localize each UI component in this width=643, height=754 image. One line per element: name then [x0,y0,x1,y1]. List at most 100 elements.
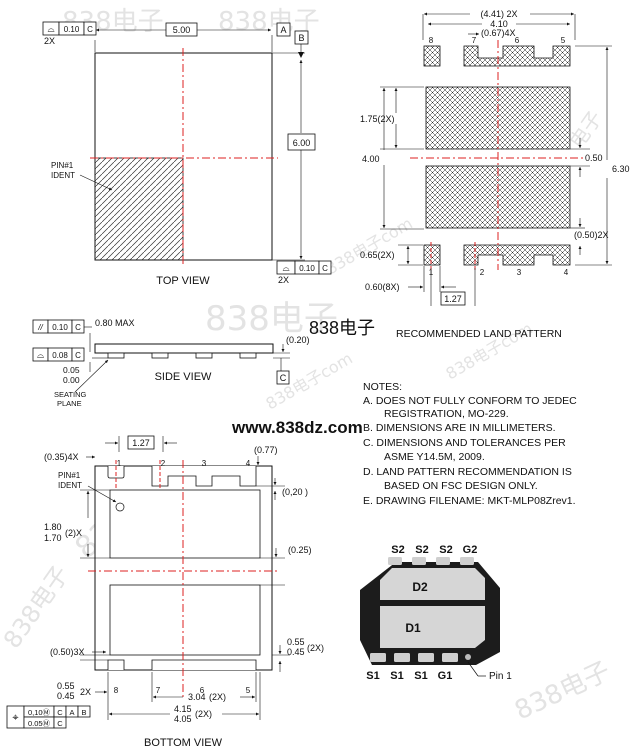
pad-number: 2 [480,268,485,277]
pad-number: 4 [564,268,569,277]
dim-label: 0.55 [57,681,75,691]
pin1-label: PIN#1 [51,161,74,170]
dim-label: (4.41) 2X [480,9,517,19]
fcf-bottom-flatness: ⌓ 0.10 C 2X [276,260,332,285]
watermark-text: 838电子 [205,299,338,339]
dim-box [440,291,466,306]
package-pin-label: S1 [414,670,427,682]
package-lead [436,557,450,565]
datum-a-box [276,22,291,37]
watermark-url: www.838dz.com [231,418,363,437]
package-lead [460,557,474,565]
land-pattern: (4.41) 2X 4.10 (0.67)4X 8 7 6 5 1 2 3 4 … [309,9,630,340]
note-line: C. DIMENSIONS AND TOLERANCES PER [363,437,566,449]
flatness-symbol: ⌓ [282,263,289,273]
parallelism-symbol: // [37,323,43,332]
pin-number: 1 [117,459,122,468]
dim-label: (0.67)4X [481,28,516,38]
dim-label: 0.45 [287,647,305,657]
watermark-text: 电子 [564,106,607,153]
pin1-label: IDENT [51,171,75,180]
dim-box [287,133,316,151]
package-pin-label: S2 [391,544,404,556]
side-lead [195,352,213,359]
dim-label: (0.77) [254,445,278,455]
fcf-datum: C [57,708,63,717]
pin1-label: PIN#1 [58,471,81,480]
dim-width: 5.00 [173,25,191,35]
dim-label: 1.80 [44,522,62,532]
die-pad-d1 [380,606,485,648]
watermark-text: 838电子com [323,214,416,279]
pin1-leader [467,661,479,677]
fcf-datum: C [75,323,81,332]
pin1-callout: Pin 1 [489,671,512,682]
fcf-datum: C [87,25,93,34]
top-view: ⌓ 0.10 C 2X 5.00 A B 6.00 PIN#1 IDENT [42,21,332,287]
dim-label: (0.35)4X [44,452,79,462]
view-title: TOP VIEW [156,275,210,287]
side-lead [239,352,257,359]
die-pad-d2 [380,568,485,600]
pad-number: 8 [429,36,434,45]
dim-label: 1.75(2X) [360,114,395,124]
pin1-label: IDENT [58,481,82,490]
dim-label: 6.30 [612,164,630,174]
package-lead [370,653,386,662]
package-pin-label: G2 [463,544,478,556]
dim-label: 0.50 [585,153,603,163]
fcf-datum: A [69,708,74,717]
dim-label: 0.05 [63,365,80,375]
pad-number: 5 [561,36,566,45]
side-lead [151,352,169,359]
dim-label: 0.55 [287,637,305,647]
package-lead [388,557,402,565]
watermark-text: 838电子 [309,318,375,338]
watermark-text: 838电子 [510,656,615,726]
datum-b: B [298,33,304,43]
fcf-top-flatness: ⌓ 0.10 C 2X [42,21,97,46]
watermark-text: 838电子 [0,561,75,654]
datum-c: C [280,373,287,383]
fcf-parallelism: // 0.10 C [32,319,85,334]
note-line: E. DRAWING FILENAME: MKT-MLP08Zrev1. [363,495,576,507]
fcf-position: ⌖ 0,10Ⓜ C A B 0.05Ⓜ C [6,705,91,729]
land-pad-bottom-strip [463,244,571,266]
fcf-multiplier: 2X [278,275,289,285]
fcf-side-flatness: ⌓ 0.08 C [32,347,85,362]
seating-plane-label: SEATING [54,390,87,399]
note-line: D. LAND PATTERN RECOMMENDATION IS [363,466,572,478]
dim-label: 0.60(8X) [365,282,400,292]
package-lead [418,653,434,662]
view-title: BOTTOM VIEW [144,737,223,749]
dim-label: (0.25) [288,545,312,555]
bottom-view: 1.27 (0.35)4X (0.77) 1 2 3 4 8 7 6 5 PIN… [6,435,324,749]
note-line: B. DIMENSIONS ARE IN MILLIMETERS. [363,422,556,434]
package-lead [394,653,410,662]
package-illustration: S2 S2 S2 G2 D2 D1 S1 S1 S1 G1 Pin 1 [360,544,512,682]
package-lead [412,557,426,565]
dim-label: 0.80 MAX [95,318,135,328]
pin-number: 2 [161,459,166,468]
pin-number: 8 [114,686,119,695]
flatness-symbol: ⌓ [37,350,44,360]
fcf-tolerance: 0.10 [52,323,68,332]
pin-number: 7 [156,686,161,695]
package-pin-label: G1 [438,670,453,682]
seating-plane-label: PLANE [57,399,82,408]
pin1-notch [115,502,125,512]
position-symbol: ⌖ [12,712,18,724]
pad-number: 3 [517,268,522,277]
dim-label: 2X [80,687,91,697]
dim-label: 4.10 [490,19,508,29]
side-view-body [94,343,274,354]
dim-label: 4.05 [174,714,192,724]
land-pad-top-strip [463,45,571,67]
lead-8 [107,659,125,670]
lead-strip-bottom [151,659,257,670]
land-pattern-title: RECOMMENDED LAND PATTERN [396,328,562,340]
fcf-tolerance: 0,10Ⓜ [28,708,51,717]
exposed-pad-upper [109,489,261,559]
datum-b-box [294,30,309,45]
